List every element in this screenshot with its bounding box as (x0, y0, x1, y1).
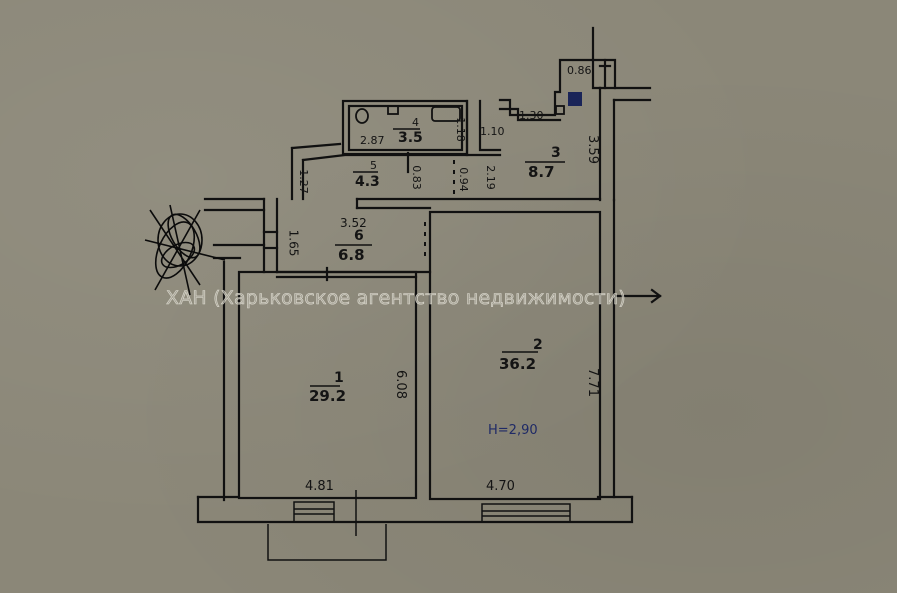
dim-room1-length: 6.08 (392, 370, 408, 399)
stove-icon (568, 92, 582, 106)
dim-room1-width: 4.81 (305, 479, 334, 494)
dim-room3-top: 1.30 (519, 109, 544, 122)
dim-room3-length: 3.59 (584, 135, 600, 164)
dim-room3-left: 1.10 (480, 125, 505, 138)
window-room-1 (293, 501, 335, 523)
room-4-area: 3.5 (398, 130, 423, 146)
room-1-number: 1 (334, 370, 344, 386)
ceiling-height-note: H=2,90 (488, 423, 538, 438)
dim-room4-side: 1.18 (453, 117, 467, 142)
dim-room6-width: 3.52 (340, 216, 367, 230)
dim-room2-length: 7.71 (584, 368, 600, 397)
dim-room4-width: 2.87 (360, 134, 385, 147)
dim-room5-a: 0.83 (409, 165, 423, 190)
sink-icon-kitchen (555, 105, 565, 115)
room-6-area: 6.8 (338, 246, 365, 264)
bathtub-icon (431, 106, 461, 122)
window-room-2 (481, 503, 571, 523)
dim-room3-side: 2.19 (483, 165, 497, 190)
room-4-number: 4 (412, 116, 419, 129)
dim-room6-side: 1.65 (286, 229, 301, 257)
room-1-area: 29.2 (309, 387, 347, 405)
toilet-icon (355, 108, 369, 124)
room-5-number: 5 (370, 159, 377, 172)
balcony (267, 524, 387, 561)
room-2-outline (428, 210, 602, 501)
room-3-area: 8.7 (528, 163, 555, 181)
room-2-number: 2 (533, 337, 543, 353)
room-2-area: 36.2 (499, 355, 537, 373)
dim-room5-b: 0.94 (456, 167, 470, 192)
room-5-area: 4.3 (355, 174, 380, 190)
scribble-mark (144, 204, 226, 296)
dim-corridor-side: 1.27 (296, 169, 310, 194)
sink-icon (387, 105, 399, 115)
dim-room2-width: 4.70 (486, 479, 515, 494)
dim-vent: 0.86 (567, 64, 592, 77)
room-3-number: 3 (551, 145, 561, 161)
room-6-number: 6 (354, 228, 364, 244)
watermark: ХАН (Харьковское агентство недвижимости) (166, 287, 626, 310)
